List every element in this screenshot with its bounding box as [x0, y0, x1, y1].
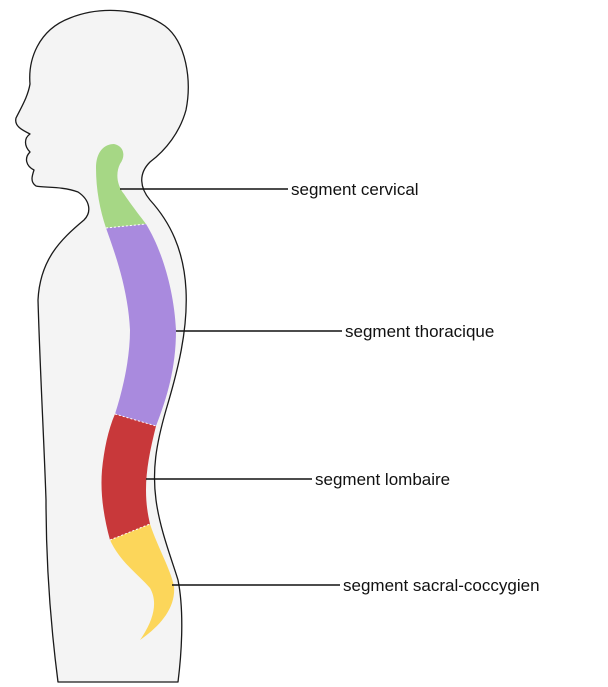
label-sacral: segment sacral-coccygien	[343, 576, 540, 595]
label-thoracique: segment thoracique	[345, 322, 494, 341]
label-cervical: segment cervical	[291, 180, 419, 199]
label-lombaire: segment lombaire	[315, 470, 450, 489]
